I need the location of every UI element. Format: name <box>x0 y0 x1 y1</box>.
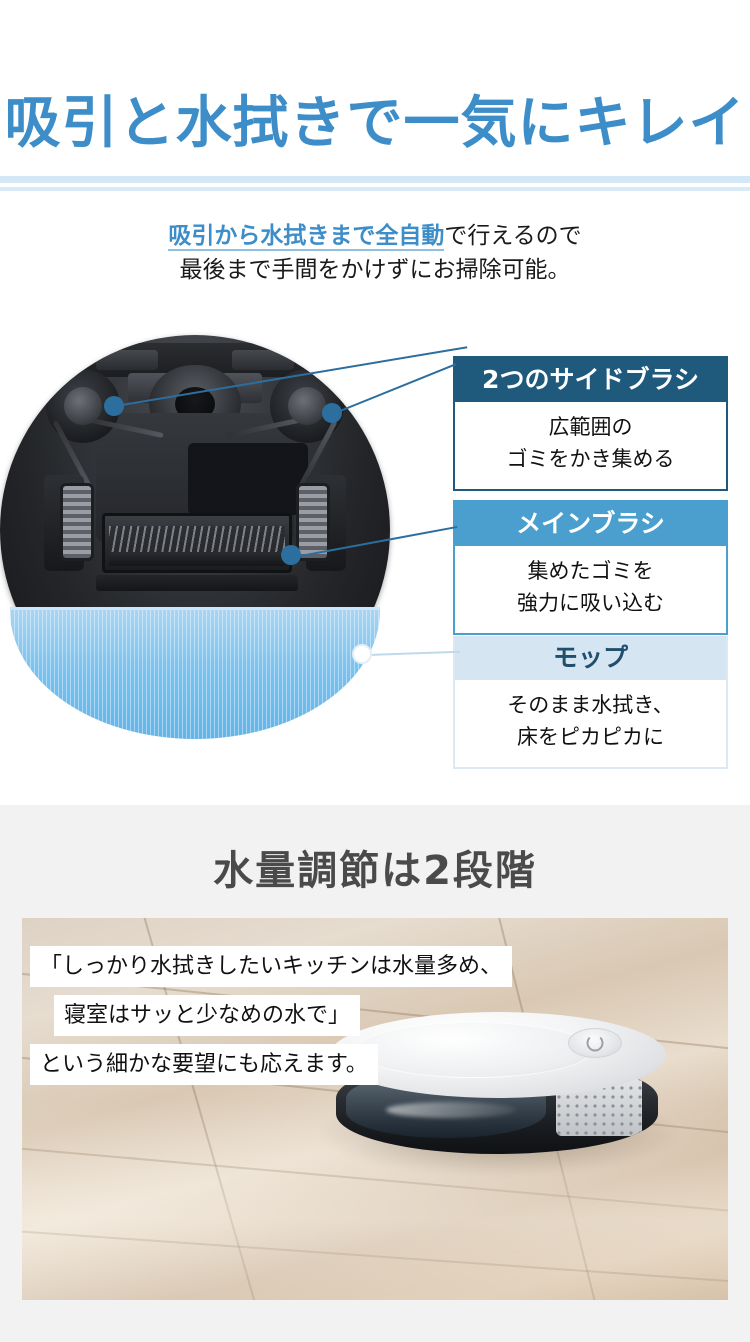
caption-line-1: 「しっかり水拭きしたいキッチンは水量多め、 <box>30 946 513 987</box>
callout-heading: メインブラシ <box>455 502 726 546</box>
sensor-pad <box>188 443 308 515</box>
vacuum-lid <box>356 1022 592 1078</box>
divider-line-bottom <box>0 187 750 191</box>
callout-body: 集めたゴミを 強力に吸い込む <box>455 546 726 633</box>
hotspot-mop[interactable] <box>352 644 372 664</box>
side-brush-hub-left <box>64 387 102 425</box>
callout-body-line-1: 広範囲の <box>548 416 633 439</box>
hotspot-side-brush-right[interactable] <box>322 403 342 423</box>
subtitle-highlight: 吸引から水拭きまで全自動 <box>168 222 445 251</box>
callout-body: そのまま水拭き、 床をピカピカに <box>455 680 726 767</box>
vacuum-top-shell <box>330 1012 666 1098</box>
subtitle-rest: で行えるので <box>444 222 582 248</box>
drive-wheel-left <box>60 483 94 561</box>
subtitle-block: 吸引から水拭きまで全自動で行えるので 最後まで手間をかけずにお掃除可能。 <box>0 218 750 286</box>
caption-line-3: という細かな要望にも応えます。 <box>30 1044 378 1085</box>
page-title: 吸引と水拭きで一気にキレイ <box>4 91 746 156</box>
callout-heading: モップ <box>455 636 726 680</box>
callout-side-brush: 2つのサイドブラシ 広範囲の ゴミをかき集める <box>453 356 728 491</box>
drive-wheel-right <box>296 483 330 561</box>
callout-body-line-2: 床をピカピカに <box>517 726 664 749</box>
callout-body-line-1: 集めたゴミを <box>527 560 654 583</box>
callout-body-line-2: 強力に吸い込む <box>517 592 664 615</box>
callout-body-line-2: ゴミをかき集める <box>506 448 675 471</box>
hotspot-main-brush[interactable] <box>281 545 301 565</box>
hero-section: 吸引と水拭きで一気にキレイ 吸引から水拭きまで全自動で行えるので 最後まで手間を… <box>0 0 750 805</box>
side-brush-bristle <box>5 335 65 379</box>
power-icon[interactable] <box>568 1028 622 1058</box>
robot-underside-illustration <box>0 335 410 755</box>
callout-body: 広範囲の ゴミをかき集める <box>455 402 726 489</box>
subtitle-line-1: 吸引から水拭きまで全自動で行えるので <box>0 218 750 252</box>
main-brush-roller <box>102 513 292 573</box>
callout-main-brush: メインブラシ 集めたゴミを 強力に吸い込む <box>453 500 728 635</box>
robot-chassis <box>0 335 390 725</box>
subtitle-line-2: 最後まで手間をかけずにお掃除可能。 <box>179 256 571 282</box>
bumper-sensor-bar <box>70 343 320 377</box>
divider-line-top <box>0 176 750 183</box>
photo-caption: 「しっかり水拭きしたいキッチンは水量多め、 寝室はサッと少なめの水で」 という細… <box>30 946 513 1093</box>
callout-heading: 2つのサイドブラシ <box>455 358 726 402</box>
caption-line-2: 寝室はサッと少なめの水で」 <box>54 995 361 1036</box>
side-brush-hub-right <box>288 387 326 425</box>
hotspot-side-brush-left[interactable] <box>104 396 124 416</box>
callout-mop: モップ そのまま水拭き、 床をピカピカに <box>453 636 728 769</box>
section-title-water-volume: 水量調節は2段階 <box>213 848 537 894</box>
callout-body-line-1: そのまま水拭き、 <box>507 694 674 717</box>
robot-vacuum-photo <box>316 1012 682 1176</box>
mop-pad <box>10 607 380 739</box>
brush-cover-strip <box>96 575 298 591</box>
side-brush-bristle <box>325 335 385 379</box>
